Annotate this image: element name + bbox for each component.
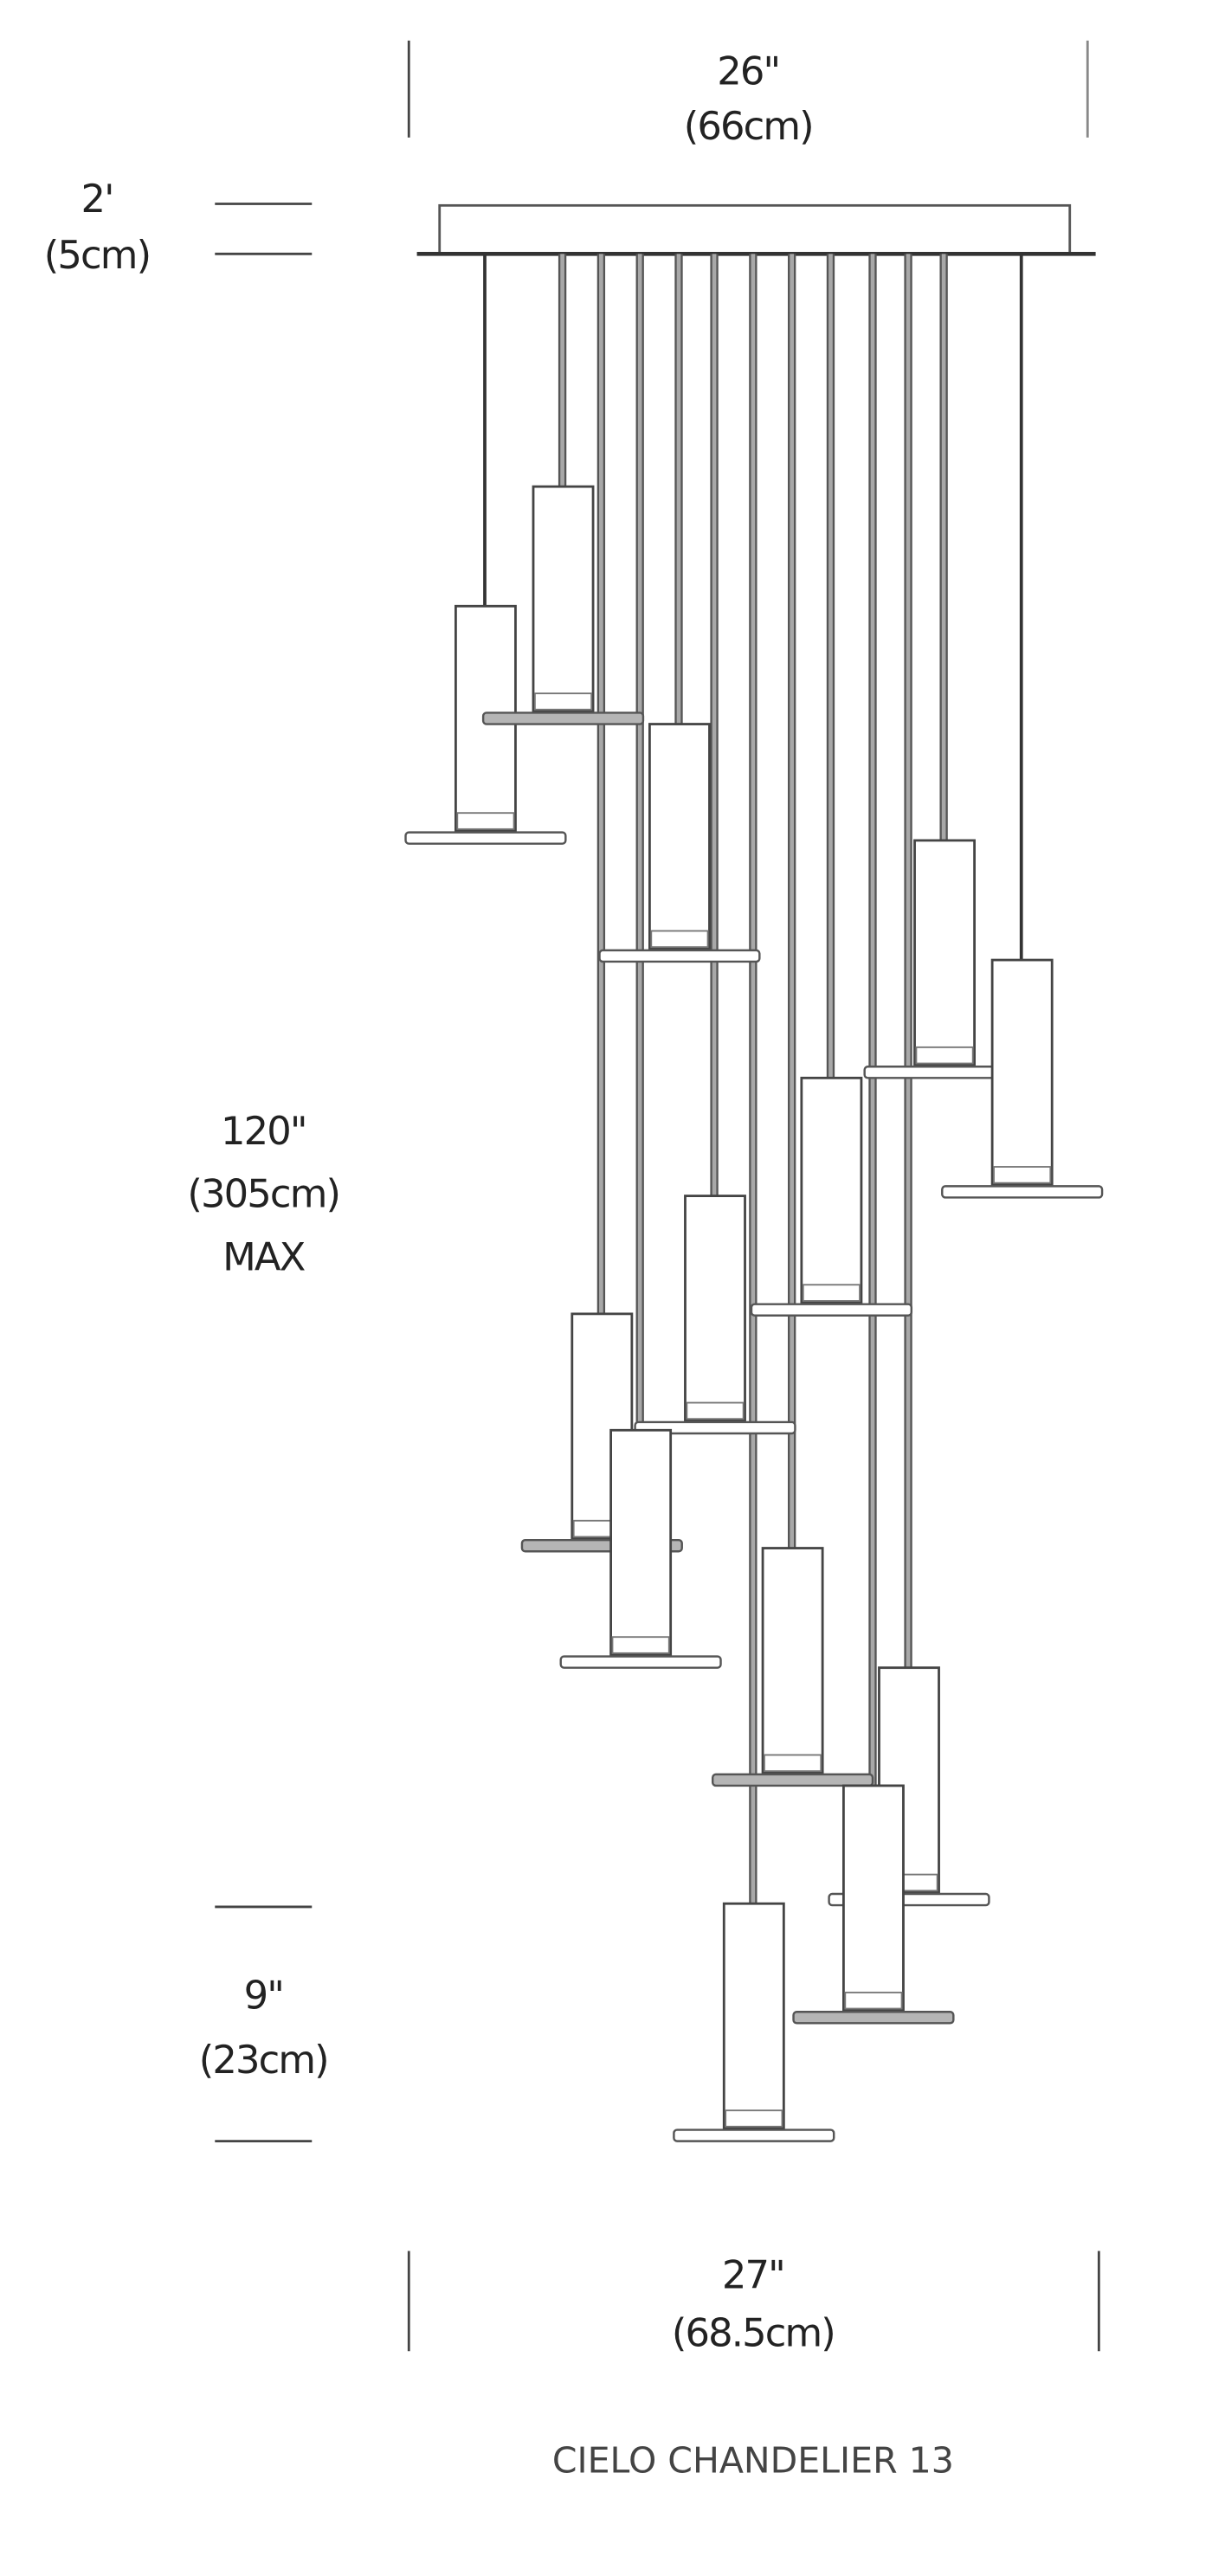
pendant-cylinder <box>842 1784 905 2012</box>
pendant-lens <box>611 1636 670 1654</box>
pendant-lens <box>802 1284 861 1302</box>
pendant <box>711 1547 874 1787</box>
pendant-lens <box>915 1046 974 1065</box>
pendant-disc <box>711 1773 874 1787</box>
canopy-height-metric: (5cm) <box>44 232 150 278</box>
pendant-height-dimension: 9" (23cm) <box>199 1905 330 2142</box>
pendant-disc <box>559 1655 722 1669</box>
pendant-lens <box>993 1166 1052 1184</box>
pendant-disc <box>481 712 645 725</box>
pendant <box>598 723 761 963</box>
pendant-disc <box>404 831 567 845</box>
pendant <box>481 485 645 725</box>
pendant <box>941 958 1104 1199</box>
pendant-cylinder <box>913 839 976 1066</box>
canopy-height-dimension: 2' (5cm) <box>44 176 313 278</box>
product-title: CIELO CHANDELIER 13 <box>552 2439 954 2481</box>
pendant-lens <box>686 1401 745 1420</box>
bottom-width-metric: (68.5cm) <box>672 2310 835 2356</box>
pendant-lens <box>725 2109 783 2128</box>
cords <box>483 254 1023 1904</box>
pendant-cylinder <box>648 723 711 950</box>
pendant-height-metric: (23cm) <box>199 2037 328 2083</box>
top-width-dimension: 26" (66cm) <box>407 40 1089 149</box>
pendant-lens <box>764 1754 822 1773</box>
overall-drop-imperial: 120" <box>221 1108 306 1154</box>
pendant-lens <box>456 812 515 830</box>
pendant <box>792 1784 955 2025</box>
pendant-cylinder <box>990 958 1054 1186</box>
pendants <box>404 485 1104 2142</box>
overall-drop-metric: (305cm) <box>187 1171 339 1217</box>
canopy-body <box>438 203 1072 255</box>
top-width-imperial: 26" <box>717 48 779 93</box>
pendant <box>673 1902 835 2142</box>
pendant-cylinder <box>609 1428 673 1657</box>
pendant-lens <box>533 692 593 711</box>
pendant <box>634 1195 796 1435</box>
canopy-height-imperial: 2' <box>81 176 113 222</box>
pendant <box>559 1428 722 1669</box>
pendant-lens <box>844 1991 903 2010</box>
pendant-cylinder <box>684 1195 746 1422</box>
pendant-disc <box>792 2011 955 2025</box>
pendant-cylinder <box>722 1902 785 2130</box>
pendant-height-imperial: 9" <box>244 1973 283 2019</box>
pendant-cylinder <box>761 1547 824 1774</box>
overall-drop-dimension: 120" (305cm) MAX <box>187 1108 341 1280</box>
overall-drop-qualifier: MAX <box>222 1233 306 1279</box>
pendant <box>863 839 1026 1079</box>
pendant-disc <box>673 2128 835 2142</box>
pendant-disc <box>598 949 761 963</box>
bottom-width-dimension: 27" (68.5cm) <box>407 2251 1100 2356</box>
canopy <box>416 203 1096 256</box>
bottom-width-imperial: 27" <box>722 2251 784 2297</box>
pendant-disc <box>634 1420 796 1435</box>
pendant-cylinder <box>532 485 595 712</box>
pendant-cylinder <box>800 1076 863 1304</box>
pendant <box>750 1076 913 1317</box>
pendant-disc <box>750 1303 913 1317</box>
top-width-metric: (66cm) <box>684 103 813 149</box>
pendant-lens <box>650 930 709 949</box>
pendant-disc <box>941 1185 1104 1199</box>
